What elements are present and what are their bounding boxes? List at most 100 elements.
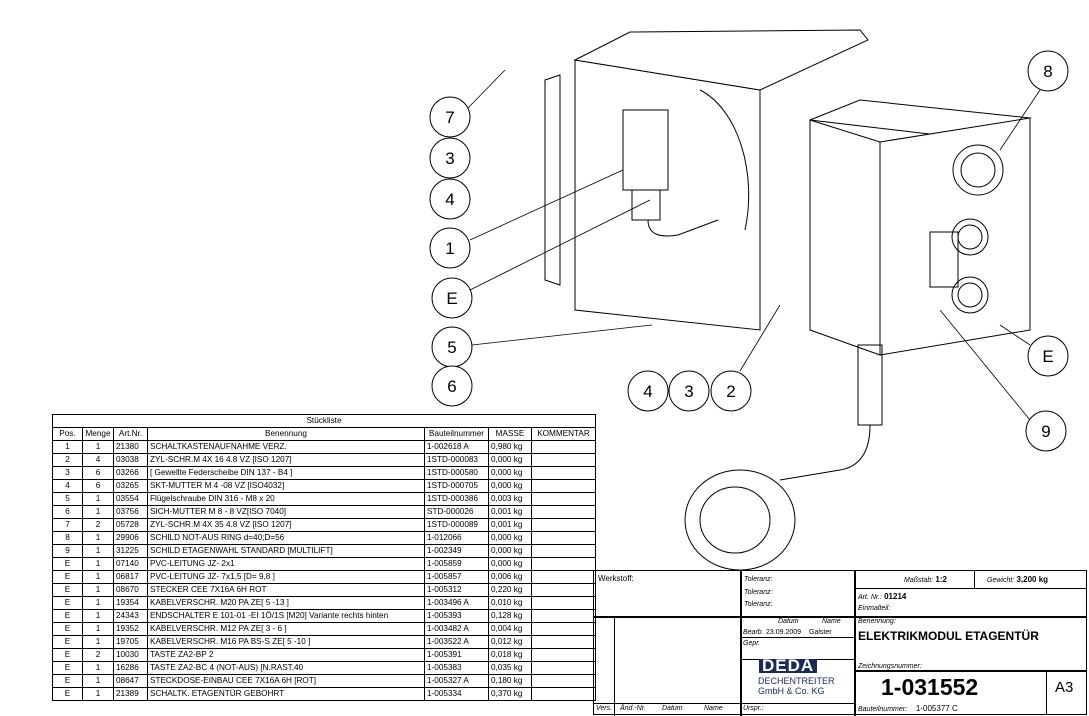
massstab-value: 1:2 xyxy=(935,575,947,584)
table-cell: 1STD-000580 xyxy=(424,466,489,480)
table-cell: E xyxy=(52,583,83,597)
table-cell: 1 xyxy=(82,544,114,558)
balloon-label: 1 xyxy=(445,239,454,258)
balloon-label: 3 xyxy=(445,149,454,168)
balloon-circle xyxy=(429,137,471,179)
table-cell: Flügelschraube DIN 316 - M8 x 20 xyxy=(147,492,425,506)
table-cell: 16286 xyxy=(113,661,148,675)
table-cell: E xyxy=(52,674,83,688)
table-cell: 31225 xyxy=(113,544,148,558)
balloon-circle xyxy=(668,370,710,412)
table-cell: TASTE ZA2-BC 4 (NOT-AUS) [N.RAST.40 xyxy=(147,661,425,675)
table-cell: 0,001 kg xyxy=(488,505,532,519)
table-cell xyxy=(531,466,596,480)
table-cell: 0,180 kg xyxy=(488,674,532,688)
werkstoff-label: Werkstoff: xyxy=(598,574,634,583)
table-cell: 1 xyxy=(82,440,114,454)
table-cell: 0,006 kg xyxy=(488,570,532,584)
table-cell: 0,001 kg xyxy=(488,518,532,532)
table-cell: 1 xyxy=(82,609,114,623)
gewicht-value: 3,200 kg xyxy=(1016,575,1049,584)
table-cell: 03266 xyxy=(113,466,148,480)
balloon-label: E xyxy=(1042,347,1053,366)
table-cell: 07140 xyxy=(113,557,148,571)
name-header: Name xyxy=(822,618,841,625)
column-header: Art.Nr. xyxy=(113,427,148,441)
table-cell xyxy=(531,531,596,545)
balloon-circle xyxy=(429,178,471,220)
table-cell xyxy=(531,557,596,571)
parts-list-title: Stückliste xyxy=(52,414,596,428)
table-cell: [ Gewellte Federscheibe DIN 137 - B4 ] xyxy=(147,466,425,480)
datum-label-rev: Datum xyxy=(662,705,683,712)
toleranz-label-3: Toleranz: xyxy=(744,601,773,608)
table-cell: 0,018 kg xyxy=(488,648,532,662)
table-cell: E xyxy=(52,635,83,649)
table-cell: 29906 xyxy=(113,531,148,545)
table-cell: 5 xyxy=(52,492,83,506)
vers-label: Vers. xyxy=(596,705,613,712)
table-cell: 1STD-000386 xyxy=(424,492,489,506)
column-header: Benennung xyxy=(147,427,425,441)
balloon-label: 4 xyxy=(445,190,454,209)
table-cell: ZYL-SCHR.M 4X 16 4.8 VZ [ISO 1207] xyxy=(147,453,425,467)
table-cell: KABELVERSCHR. M20 PA ZE[ 5 -13 ] xyxy=(147,596,425,610)
table-cell xyxy=(531,518,596,532)
table-cell: TASTE ZA2-BP 2 xyxy=(147,648,425,662)
artnr-value: 01214 xyxy=(884,592,907,601)
table-cell: 0,035 kg xyxy=(488,661,532,675)
table-cell xyxy=(531,583,596,597)
table-cell: 1STD-000089 xyxy=(424,518,489,532)
bauteilnummer-value: 1-005377 C xyxy=(915,704,958,713)
table-cell xyxy=(531,661,596,675)
table-cell: 1-002618 A xyxy=(424,440,489,454)
balloon-circle xyxy=(1025,410,1067,452)
balloon-label: E xyxy=(446,289,457,308)
table-cell: 1 xyxy=(82,674,114,688)
bearb-name: Galster xyxy=(809,629,832,636)
table-cell: 2 xyxy=(52,453,83,467)
table-cell xyxy=(531,622,596,636)
table-cell: 0,000 kg xyxy=(488,479,532,493)
table-cell: ZYL-SCHR.M 4X 35 4.8 VZ [ISO 1207] xyxy=(147,518,425,532)
table-cell: 03756 xyxy=(113,505,148,519)
table-cell: 1-005859 xyxy=(424,557,489,571)
table-cell: 1 xyxy=(82,531,114,545)
table-cell: SCHILD ETAGENWAHL STANDARD [MULTILIFT] xyxy=(147,544,425,558)
bauteilnummer-label: Bauteilnummer: xyxy=(858,706,908,713)
table-cell: 1-003522 A xyxy=(424,635,489,649)
toleranz-label-1: Toleranz: xyxy=(744,576,773,583)
balloon-circle xyxy=(627,370,669,412)
table-cell: 0,220 kg xyxy=(488,583,532,597)
table-cell: 1-005391 xyxy=(424,648,489,662)
table-cell xyxy=(531,570,596,584)
toleranz-label-2: Toleranz: xyxy=(744,589,773,596)
table-cell: E xyxy=(52,622,83,636)
table-cell: 1 xyxy=(82,583,114,597)
bearb-label: Bearb. xyxy=(743,629,764,636)
balloon-label: 8 xyxy=(1043,62,1052,81)
table-cell: 21380 xyxy=(113,440,148,454)
balloon-label: 7 xyxy=(445,108,454,127)
table-cell: 05728 xyxy=(113,518,148,532)
table-cell: 0,012 kg xyxy=(488,635,532,649)
table-cell: 0,980 kg xyxy=(488,440,532,454)
table-cell: E xyxy=(52,596,83,610)
balloon-label: 2 xyxy=(726,382,735,401)
bearb-datum: 23.09.2009 xyxy=(766,629,802,636)
balloon-circle xyxy=(431,277,473,319)
table-cell: STECKER CEE 7X16A 6H ROT xyxy=(147,583,425,597)
table-cell: 1 xyxy=(82,570,114,584)
datum-header: Datum xyxy=(778,618,799,625)
